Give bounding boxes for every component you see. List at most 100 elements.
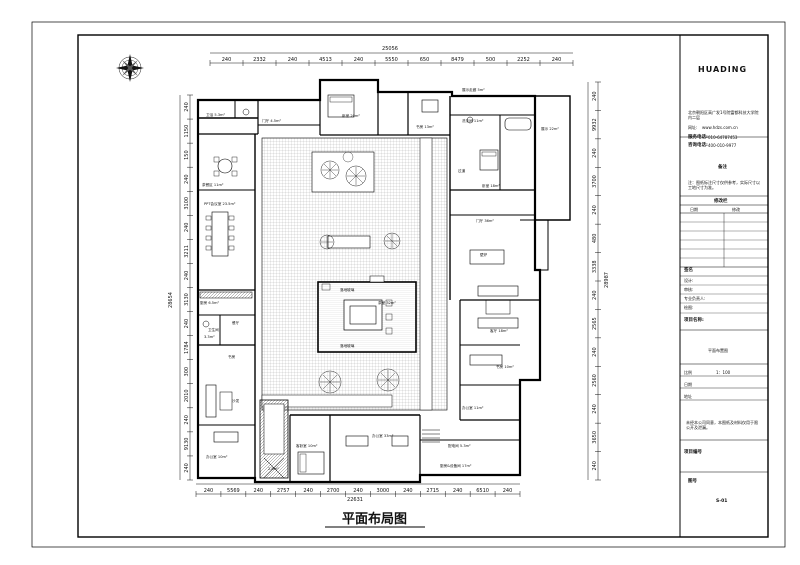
dimension-segment: 240: [592, 148, 598, 158]
room-label-fireplace: 壁炉: [480, 252, 488, 257]
tea-table: [213, 156, 238, 177]
toilet-icon: [202, 108, 474, 328]
room-label-kitchen: 厨房 6.5m²: [200, 300, 220, 305]
desk-icon: [345, 435, 409, 447]
bed-icon: [479, 149, 499, 171]
room-label-sofa-left: 沙发: [232, 398, 240, 403]
sofa-icon: [469, 249, 505, 265]
room-label-tea-room: 茶室 32m²: [378, 300, 396, 305]
drawing-title: 平面布局图: [342, 512, 408, 527]
right-total-dimension: 28987: [604, 272, 610, 288]
bottom-total-dimension: 22631: [347, 497, 363, 503]
dimension-segment: 5550: [385, 57, 398, 63]
dimension-segment: 240: [184, 174, 190, 184]
plant-icon: [383, 232, 401, 250]
dimension-segment: 240: [204, 488, 214, 494]
room-label-glass-b: 落地玻璃: [340, 343, 355, 348]
bed-icon: [297, 451, 325, 475]
dimension-segment: 240: [552, 57, 562, 63]
website-label: 网址:: [688, 125, 698, 130]
drafter-label: 绘图:: [684, 305, 694, 310]
room-label-hall-top-left: 门厅 4.5m²: [262, 118, 282, 123]
room-label-toilet-top: 卫浴 5.3m²: [206, 112, 226, 117]
brand-logo: [696, 61, 754, 77]
dimension-segment: 240: [592, 205, 598, 215]
dimension-segment: 240: [592, 461, 598, 471]
room-label-corridor: 过道: [458, 168, 466, 173]
room-label-power-room: 配电间 5.3m²: [448, 443, 471, 448]
room-label-study-top: 书房 13m²: [416, 124, 434, 129]
review-label: 审核:: [684, 287, 694, 292]
scale-value: 1：100: [716, 370, 731, 375]
dimension-segment: 8479: [451, 57, 464, 63]
room-label-bathroom: 洗手间 11m²: [462, 118, 484, 123]
dimension-segment: 2560: [592, 374, 598, 387]
title-block-frame: [679, 35, 768, 537]
dimension-segment: 9932: [592, 118, 598, 131]
room-label-dining: 餐厅: [232, 320, 240, 325]
drawing-name: 平面布置图: [708, 348, 728, 353]
room-label-entrance-right: 门厅 36m²: [476, 218, 494, 223]
room-label-small-1: 3.3m²: [204, 335, 215, 339]
dimension-segment: 3700: [592, 175, 598, 188]
company-address: 北京朝阳区高广发1号院富都科技大学院内二层: [688, 110, 759, 120]
left-dimension-chain: 28654 2401150150240310024032112403130240…: [168, 94, 193, 481]
dimension-segment: 240: [592, 404, 598, 414]
revision-date-column: 日期: [690, 207, 698, 212]
plant-icon: [342, 151, 354, 163]
dimension-segment: 240: [184, 415, 190, 425]
kitchen-counter: [199, 291, 253, 299]
room-label-living: 客厅 18m²: [490, 328, 508, 333]
website[interactable]: www.hdzs.com.cn: [702, 125, 738, 130]
manager-label: 专业负责人:: [684, 296, 706, 301]
dimension-segment: 240: [288, 57, 298, 63]
dimension-segment: 2332: [253, 57, 266, 63]
phone-label: 服务电话:: [688, 135, 708, 140]
dimension-segment: 240: [403, 488, 413, 494]
signature-label: 签名: [684, 268, 693, 273]
dimension-segment: 480: [592, 234, 598, 244]
room-label-meeting: PPT会议室 23.5m²: [204, 201, 236, 206]
dimension-segment: 240: [453, 488, 463, 494]
sheet-number: S-01: [716, 499, 728, 504]
plant-icon: [318, 370, 342, 394]
sheet-number-label: 图号: [688, 479, 697, 484]
dimension-segment: 3130: [184, 293, 190, 306]
room-label-display-right: 展示 22m²: [541, 126, 559, 131]
desk-icon: [469, 354, 503, 366]
room-label-display-corridor: 展示走廊 5m²: [462, 87, 485, 92]
bed-icon: [327, 94, 355, 118]
dimension-segment: 3338: [592, 260, 598, 273]
dimension-segment: 2010: [184, 389, 190, 402]
stair: [259, 399, 289, 479]
room-label-bedroom-right: 卧室 18m²: [482, 183, 500, 188]
consult-number: 400-010-9977: [708, 143, 737, 148]
dimension-segment: 3211: [184, 245, 190, 258]
courtyard-bench: [319, 232, 401, 250]
dimension-segment: 500: [486, 57, 496, 63]
compass-icon: [116, 54, 144, 82]
brand-name: HUADING: [698, 65, 748, 74]
dimension-segment: 5569: [227, 488, 240, 494]
dimension-segment: 240: [184, 463, 190, 473]
dimension-segment: 240: [303, 488, 313, 494]
sofa-icon: [477, 285, 519, 329]
dimension-segment: 2715: [426, 488, 439, 494]
date-label: 日期: [684, 382, 692, 387]
room-label-bedroom-bottom: 客卧室 10m²: [296, 443, 318, 448]
consult-label: 咨询电话:: [688, 143, 708, 148]
dimension-segment: 9130: [184, 438, 190, 451]
pavilion-table: [349, 299, 393, 335]
room-label-small-2: 2.8m²: [268, 467, 279, 471]
room-label-wash: 卫生间: [208, 327, 219, 332]
dimension-segment: 3650: [592, 431, 598, 444]
revision-title: 修改栏: [714, 199, 728, 204]
entrance-steps: [422, 429, 440, 443]
phone-number: 010-64787453: [708, 135, 738, 140]
project-number-label: 项目编号: [684, 450, 702, 455]
top-total-dimension: 25056: [382, 46, 398, 52]
room-label-office-right: 办公室 11m²: [462, 405, 484, 410]
dimension-segment: 6510: [476, 488, 489, 494]
